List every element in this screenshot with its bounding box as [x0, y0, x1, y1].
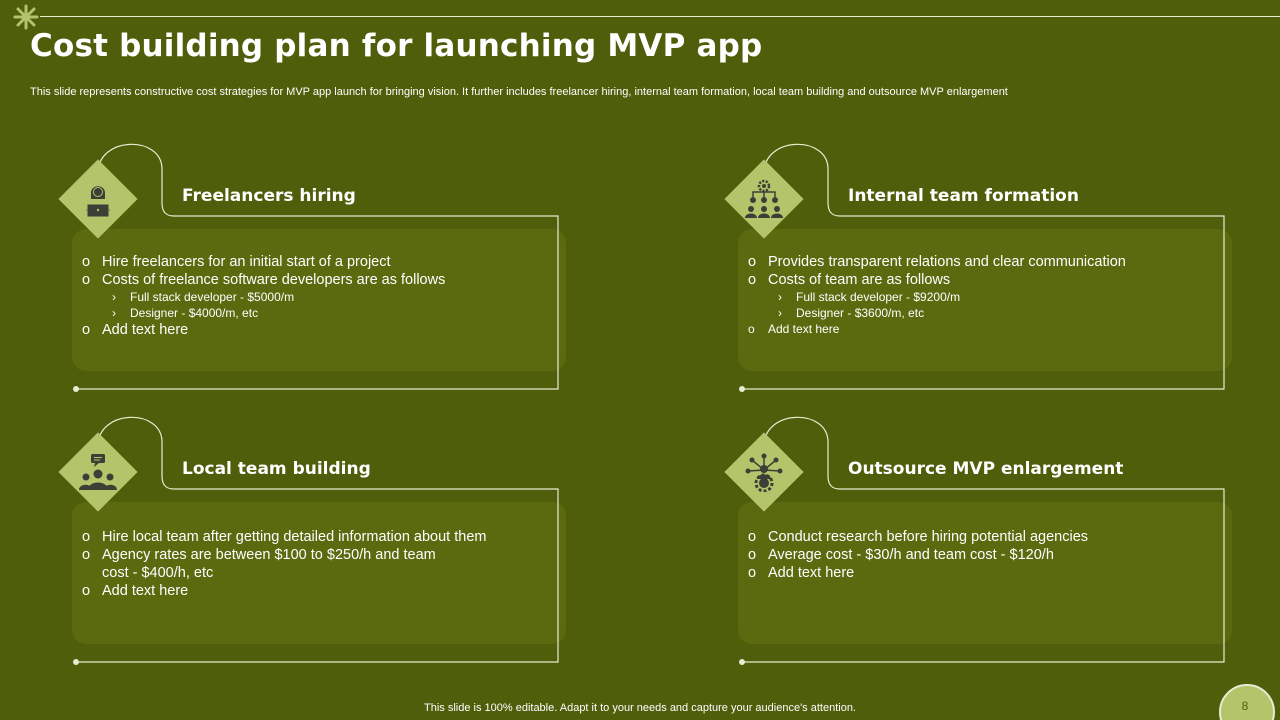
card-panel — [72, 502, 566, 644]
sub-bullet-marker: › — [112, 290, 116, 304]
bullet-marker: o — [82, 322, 91, 338]
sub-bullet-marker: › — [778, 306, 782, 320]
bullet-marker: o — [748, 322, 755, 336]
bullet-marker: o — [748, 565, 757, 581]
bullet-marker: o — [82, 254, 91, 270]
sub-bullet-marker: › — [778, 290, 782, 304]
network-person-gear-icon — [745, 453, 783, 492]
card-heading: Local team building — [182, 459, 371, 479]
card-heading: Freelancers hiring — [182, 186, 356, 206]
bullet-marker: o — [748, 547, 757, 563]
bullet-marker: o — [82, 583, 91, 599]
slide-subtitle: This slide represents constructive cost … — [30, 86, 1008, 98]
bullet-marker: o — [82, 529, 91, 545]
page-title: Cost building plan for launching MVP app — [30, 28, 763, 64]
bullet-marker: o — [748, 272, 757, 288]
list-sub-item: ›Full stack developer - $5000/m — [112, 290, 295, 304]
group-chat-icon — [79, 454, 117, 490]
card-heading: Internal team formation — [848, 186, 1079, 206]
list-sub-item: ›Designer - $4000/m, etc — [112, 306, 259, 320]
top-divider-line — [40, 16, 1280, 17]
list-item-continuation: cost - $400/h, etc — [102, 565, 214, 581]
bullet-marker: o — [82, 547, 91, 563]
card-panel — [738, 502, 1232, 644]
list-sub-item: ›Designer - $3600/m, etc — [778, 306, 925, 320]
bullet-marker: o — [82, 272, 91, 288]
bullet-marker: o — [748, 529, 757, 545]
team-hierarchy-gear-icon — [745, 179, 783, 218]
bullet-marker: o — [748, 254, 757, 270]
card-heading: Outsource MVP enlargement — [848, 459, 1124, 479]
page-number: 8 — [1241, 699, 1249, 713]
businesswoman-laptop-icon — [86, 186, 110, 218]
sub-bullet-marker: › — [112, 306, 116, 320]
asterisk-star-icon — [13, 4, 39, 30]
card-panel — [738, 229, 1232, 371]
list-sub-item: ›Full stack developer - $9200/m — [778, 290, 961, 304]
footer-note: This slide is 100% editable. Adapt it to… — [424, 702, 856, 714]
card-panel — [72, 229, 566, 371]
